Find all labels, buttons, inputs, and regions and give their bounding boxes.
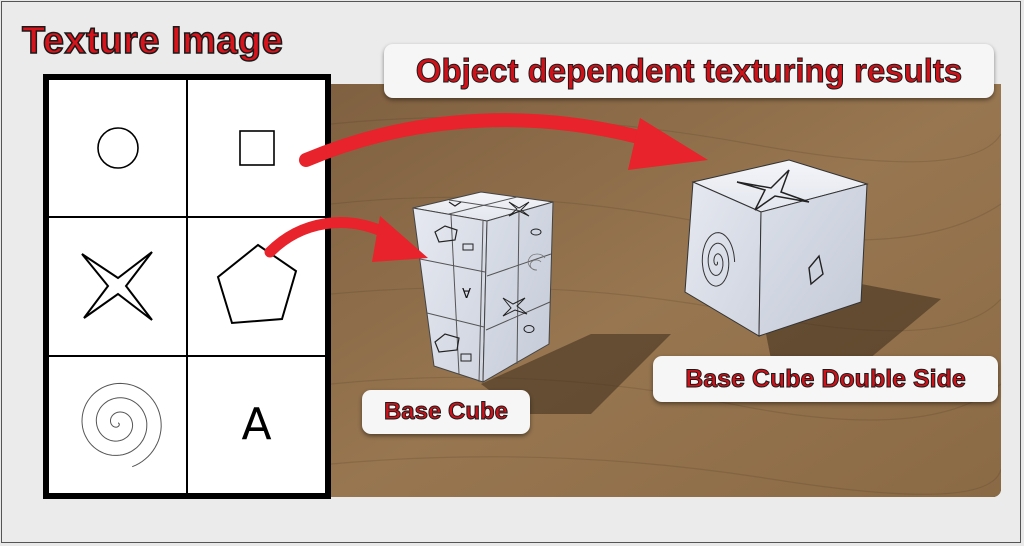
double-cube-shadow (766, 284, 941, 374)
texture-grid: A (43, 74, 331, 499)
texture-cell-letter: A (187, 355, 326, 494)
texture-cell-pentagon (187, 217, 326, 356)
texture-cell-circle (48, 79, 187, 218)
double-side-cube (684, 159, 869, 337)
texture-cell-star (48, 217, 187, 356)
circle-shape (96, 127, 139, 169)
four-point-star-shape (80, 251, 153, 322)
pentagon-shape (216, 244, 297, 325)
base-cube: A (412, 191, 554, 383)
results-label: Object dependent texturing results (384, 44, 994, 98)
double-side-label: Base Cube Double Side (653, 356, 998, 402)
square-shape (238, 130, 275, 166)
spiral-shape (80, 382, 162, 467)
base-cube-label: Base Cube (362, 390, 530, 434)
scene-render: A (331, 84, 1001, 497)
letter-a: A (241, 399, 272, 451)
render-scene: A (331, 84, 1001, 497)
svg-text:A: A (462, 284, 471, 299)
texture-image-title: Texture Image (21, 19, 284, 63)
texture-cell-spiral (48, 355, 187, 494)
texture-cell-square (187, 79, 326, 218)
